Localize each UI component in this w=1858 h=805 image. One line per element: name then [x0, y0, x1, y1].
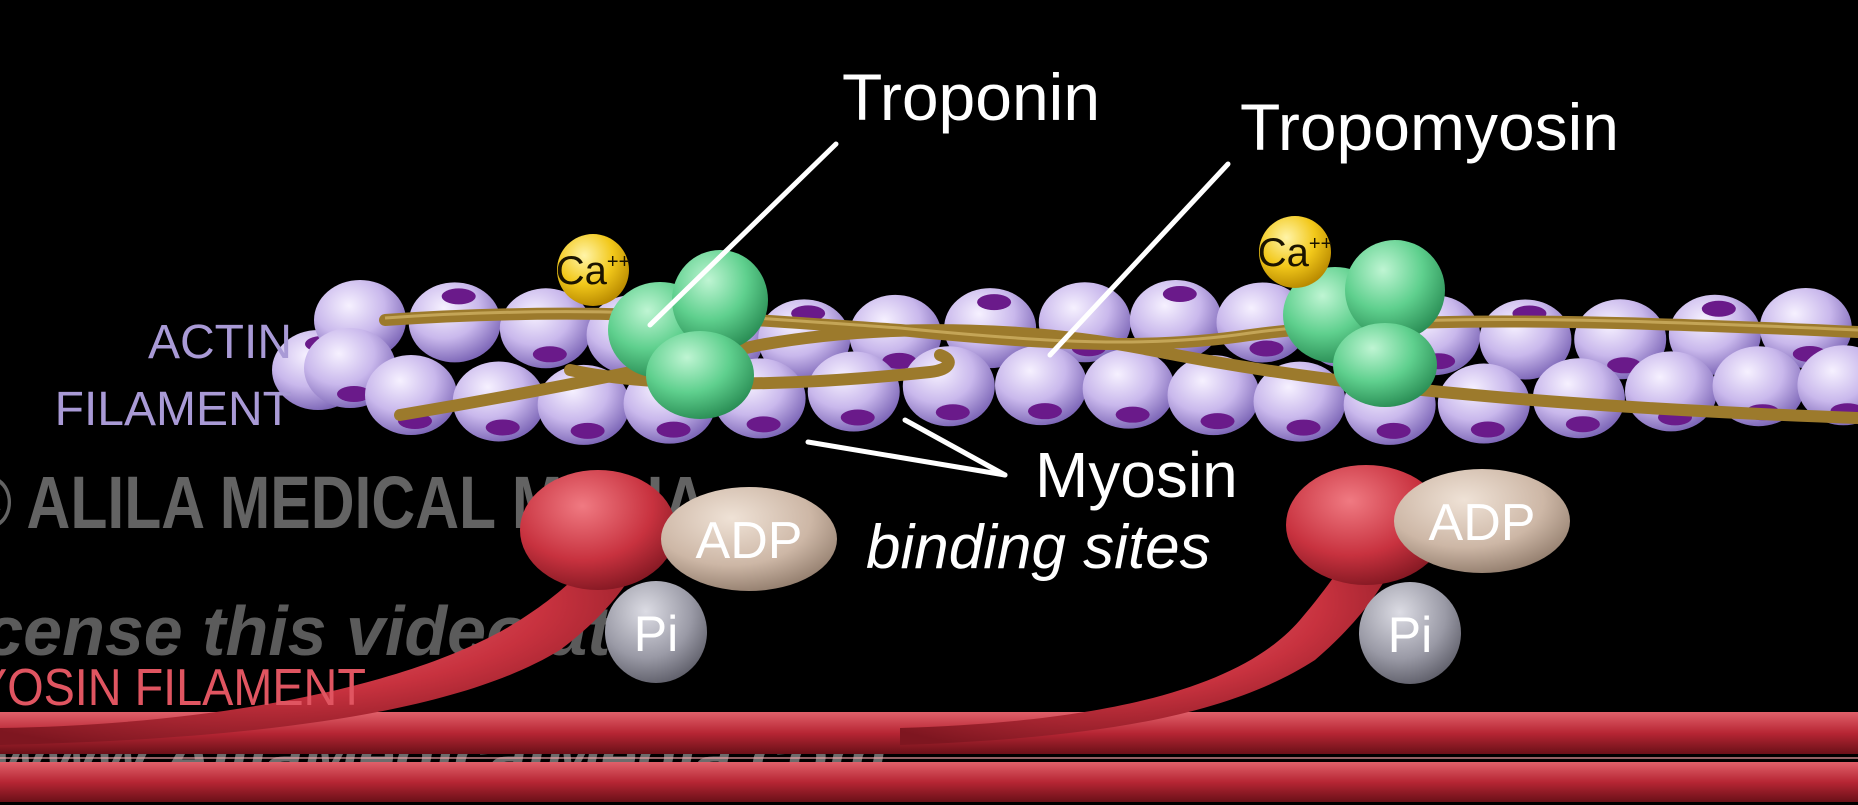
actin-monomer	[994, 345, 1087, 426]
actin-monomer	[1082, 348, 1175, 429]
tropomyosin-label: Tropomyosin	[1240, 90, 1619, 164]
myosin-head-1	[520, 470, 676, 590]
actin-filament	[272, 280, 1858, 445]
myosin-thick-bar-lower	[0, 762, 1858, 802]
phosphate-molecule-2	[1359, 582, 1461, 684]
actin-filament-label-line1: ACTIN	[148, 316, 292, 369]
myosin-filament	[0, 712, 1858, 802]
myosin-site-leader-line-a	[805, 439, 1008, 478]
myosin-site-leader-line-b	[902, 417, 1008, 478]
myosin-binding-site	[935, 404, 970, 421]
phosphate-label-2: Pi	[1388, 607, 1432, 663]
calcium-label-2: Ca++	[1258, 231, 1333, 275]
myosin-binding-site	[840, 409, 875, 426]
troponin-subunit	[1345, 240, 1445, 340]
troponin-subunit	[646, 331, 754, 419]
myosin-binding-site	[882, 352, 917, 369]
myosin-binding-sites-label-line2: binding sites	[866, 513, 1211, 582]
myosin-binding-site	[1162, 286, 1197, 303]
myosin-head-group-2: ADP Pi	[900, 465, 1570, 745]
myosin-neck-1	[0, 540, 640, 745]
phosphate-molecule-1	[605, 581, 707, 683]
myosin-filament-label: MYOSIN FILAMENT	[0, 659, 366, 717]
actin-filament-label-line2: FILAMENT	[55, 383, 292, 436]
phosphate-label-1: Pi	[634, 606, 678, 662]
adp-molecule-2	[1394, 469, 1570, 573]
troponin-complex-2: Ca++	[1258, 216, 1445, 407]
actin-monomer	[1437, 363, 1530, 444]
myosin-binding-site	[746, 416, 781, 433]
actin-monomer	[1712, 346, 1805, 427]
actin-monomer	[1167, 355, 1260, 436]
myosin-binding-site	[1200, 413, 1235, 430]
adp-label-1: ADP	[696, 512, 803, 570]
myosin-binding-sites-label-line1: Myosin	[1035, 439, 1238, 511]
myosin-head-group-1: ADP Pi	[0, 470, 837, 745]
myosin-binding-site	[656, 421, 691, 438]
myosin-binding-site	[1701, 300, 1736, 317]
myosin-binding-site	[1376, 422, 1411, 439]
troponin-leader-line	[647, 141, 839, 328]
adp-molecule-1	[661, 487, 837, 591]
myosin-binding-site	[570, 422, 605, 439]
leader-lines	[647, 141, 1231, 478]
myosin-binding-site	[485, 419, 520, 436]
myosin-binding-site	[1115, 406, 1150, 423]
myosin-binding-site	[532, 346, 567, 363]
myosin-binding-site	[977, 294, 1012, 311]
troponin-subunit	[672, 250, 768, 350]
calcium-label-1: Ca++	[556, 249, 631, 293]
myosin-binding-site	[1027, 403, 1062, 420]
calcium-ion-1	[557, 234, 629, 306]
troponin-complex-1: Ca++	[556, 234, 768, 419]
labels: Troponin Tropomyosin ACTIN FILAMENT Myos…	[0, 60, 1619, 717]
myosin-binding-site	[1470, 421, 1505, 438]
actin-monomer	[902, 346, 995, 427]
troponin-label: Troponin	[842, 60, 1100, 134]
adp-label-2: ADP	[1429, 494, 1536, 552]
tropomyosin-leader-line	[1047, 161, 1231, 358]
troponin-subunit	[1333, 323, 1437, 407]
myosin-binding-site	[1286, 419, 1321, 436]
myosin-binding-site	[1249, 340, 1284, 357]
myosin-binding-site	[337, 386, 371, 402]
tropomyosin-hook	[564, 349, 955, 390]
calcium-ion-2	[1259, 216, 1331, 288]
myosin-binding-site	[1565, 416, 1600, 433]
actin-monomer	[408, 282, 501, 363]
myosin-binding-site	[441, 288, 476, 305]
